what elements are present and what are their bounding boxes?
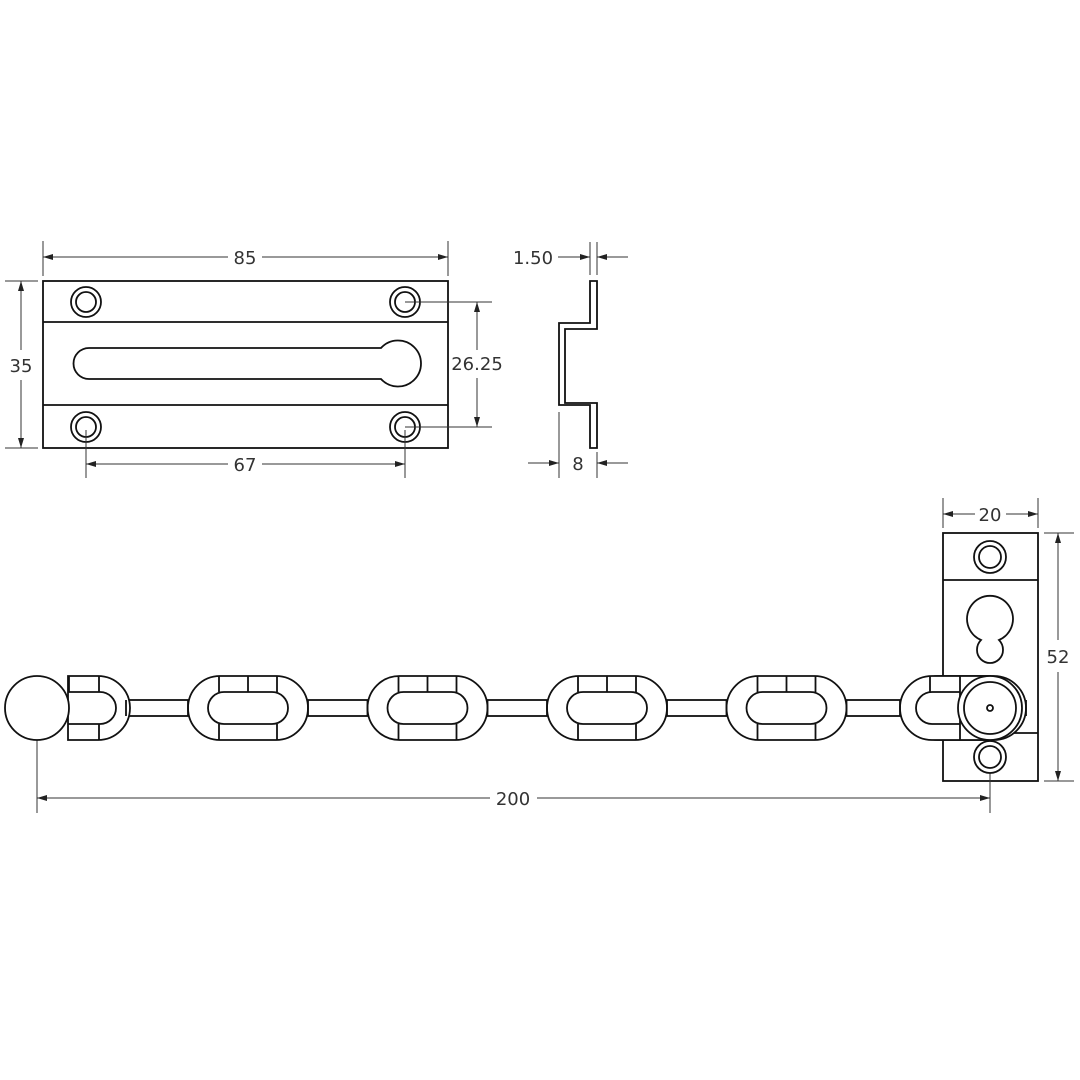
dimension-hole-spacing-vertical: 26.25 — [405, 301, 503, 428]
screw-hole-top-left — [70, 286, 102, 318]
dimension-thickness: 1.50 — [513, 242, 628, 275]
dimension-keeper-height: 52 — [1044, 532, 1074, 782]
dimension-keeper-width: 20 — [942, 498, 1039, 528]
dimension-label-35: 35 — [10, 356, 33, 377]
dimension-label-52: 52 — [1047, 647, 1070, 668]
dimension-plate-width: 85 — [42, 241, 449, 276]
chain-end-knob — [4, 675, 70, 741]
keeper-keyhole — [966, 594, 1014, 664]
chain-link — [366, 675, 489, 741]
chain-link — [725, 675, 848, 741]
slide-plate-front-view: 85 35 26.25 67 — [5, 241, 503, 478]
dimension-label-200: 200 — [496, 789, 530, 810]
slide-plate-outline — [42, 280, 449, 449]
dimension-label-20: 20 — [979, 505, 1002, 526]
slide-plate-side-profile: 1.50 8 — [513, 242, 628, 478]
keeper-screw-hole-bottom — [973, 740, 1007, 774]
dimension-label-85: 85 — [234, 248, 257, 269]
keeper-screw-hole-top — [973, 540, 1007, 574]
dimension-label-26-25: 26.25 — [451, 354, 503, 375]
chain-link — [546, 675, 668, 741]
keeper-knob — [957, 675, 1023, 741]
dimension-profile-depth: 8 — [528, 412, 628, 478]
dimension-plate-height: 35 — [5, 280, 38, 449]
dimension-chain-length: 200 — [36, 715, 991, 813]
chain-link — [187, 675, 309, 741]
dimension-label-67: 67 — [234, 455, 257, 476]
dimension-label-8: 8 — [572, 454, 583, 475]
dimension-hole-spacing-horizontal: 67 — [85, 430, 406, 478]
profile-outline — [558, 280, 598, 449]
dimension-label-1-50: 1.50 — [513, 248, 553, 269]
chain-and-keeper-view: 20 52 200 — [4, 498, 1074, 813]
chain-link-end — [67, 675, 131, 741]
keyhole-slot — [72, 339, 422, 388]
